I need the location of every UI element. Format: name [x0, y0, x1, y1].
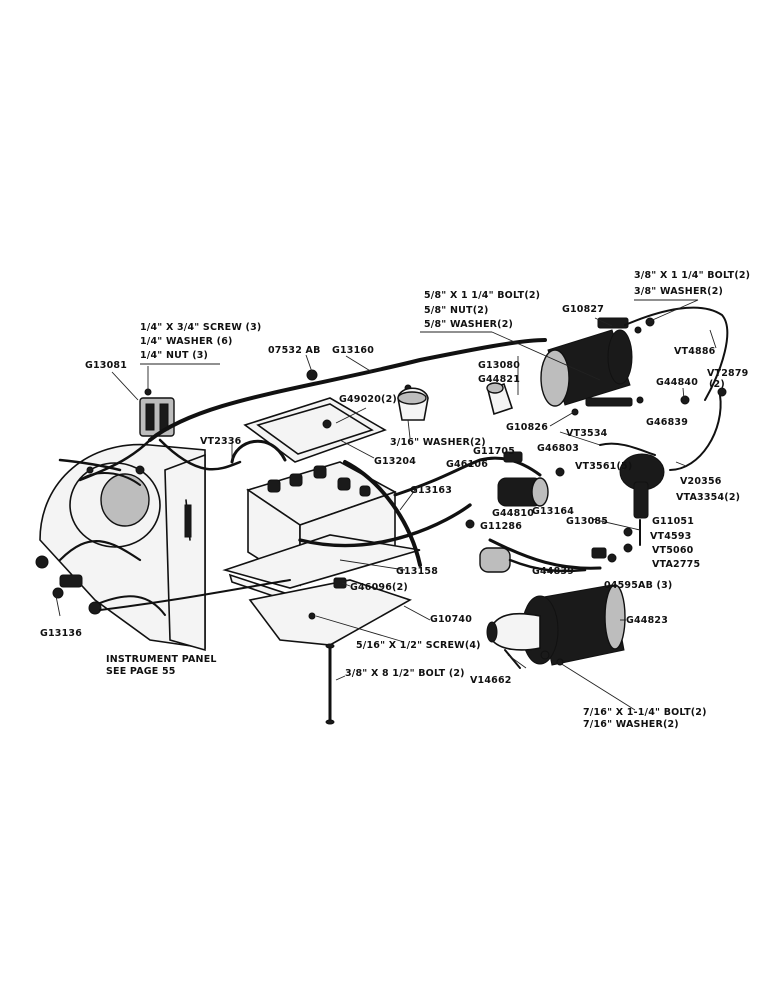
label-g46803: G46803 [537, 443, 580, 454]
label-screw-washer: 1/4" WASHER (6) [140, 336, 233, 347]
label-g13158: G13158 [396, 566, 439, 577]
label-vt4593: VT4593 [650, 531, 692, 542]
label-bolt-size: 5/8" X 1 1/4" BOLT(2) [424, 290, 541, 301]
label-small-washer: 3/16" WASHER(2) [390, 437, 486, 448]
leader-lines [55, 299, 717, 711]
label-vt5060: VT5060 [652, 545, 694, 556]
starter-switch [497, 451, 565, 507]
label-v20356: V20356 [680, 476, 722, 487]
label-g13136: G13136 [40, 628, 83, 639]
label-07532ab: 07532 AB [268, 345, 321, 356]
label-v14662: V14662 [470, 675, 512, 686]
label-see-page: SEE PAGE 55 [106, 666, 176, 677]
label-vt2879: VT2879 [707, 368, 749, 379]
label-instrument-panel: INSTRUMENT PANEL [106, 654, 217, 665]
battery-box [230, 384, 412, 464]
label-g44823: G44823 [626, 615, 669, 626]
label-g46106: G46106 [446, 459, 489, 470]
label-vt2879-qty: (2) [709, 379, 725, 390]
label-bolt-nut: 5/8" NUT(2) [424, 305, 489, 316]
label-g13204: G13204 [374, 456, 417, 467]
label-vta2775: VTA2775 [652, 559, 701, 570]
label-g10826: G10826 [506, 422, 549, 433]
label-vt3534: VT3534 [566, 428, 608, 439]
spacer-tube [486, 382, 514, 416]
instrument-panel [35, 443, 206, 652]
label-g11286: G11286 [480, 521, 523, 532]
label-g44839: G44839 [532, 566, 575, 577]
long-bolt [325, 643, 335, 725]
label-vt4886: VT4886 [674, 346, 716, 357]
label-top-bolt: 3/8" X 1 1/4" BOLT(2) [634, 270, 751, 281]
label-vt3561: VT3561(5) [575, 461, 633, 472]
label-g11051: G11051 [652, 516, 695, 527]
main-harness [58, 338, 547, 482]
label-g13160: G13160 [332, 345, 375, 356]
distributor [599, 387, 727, 563]
label-screw-size: 1/4" X 3/4" SCREW (3) [140, 322, 262, 333]
label-g10827: G10827 [562, 304, 605, 315]
label-bolt7-washer: 7/16" WASHER(2) [583, 719, 679, 730]
label-04595ab: 04595AB (3) [604, 580, 673, 591]
label-g46839: G46839 [646, 417, 689, 428]
switch-cap [397, 387, 429, 421]
generator [540, 306, 729, 416]
label-g13080: G13080 [478, 360, 521, 371]
label-g13163: G13163 [410, 485, 453, 496]
coil [465, 519, 607, 573]
mounting-plate [248, 577, 412, 646]
battery-cables [99, 456, 602, 611]
label-screw4: 5/16" X 1/2" SCREW(4) [356, 640, 481, 651]
label-g46096: G46096(2) [350, 582, 408, 593]
label-vt2336: VT2336 [200, 436, 242, 447]
label-g13085: G13085 [566, 516, 609, 527]
label-g13164: G13164 [532, 506, 575, 517]
label-g49020: G49020(2) [339, 394, 397, 405]
label-g44840: G44840 [656, 377, 699, 388]
label-g10740: G10740 [430, 614, 473, 625]
label-long-bolt: 3/8" X 8 1/2" BOLT (2) [345, 668, 465, 679]
label-bolt-washer: 5/8" WASHER(2) [424, 319, 514, 330]
starter-motor [486, 584, 626, 669]
label-bolt7: 7/16" X 1-1/4" BOLT(2) [583, 707, 707, 718]
label-g44821: G44821 [478, 374, 521, 385]
label-g44810: G44810 [492, 508, 535, 519]
label-screw-nut: 1/4" NUT (3) [140, 350, 209, 361]
voltage-regulator [139, 388, 175, 437]
label-top-washer: 3/8" WASHER(2) [634, 286, 724, 297]
label-g13081: G13081 [85, 360, 128, 371]
label-vta3354: VTA3354(2) [676, 492, 741, 503]
label-g11705: G11705 [473, 446, 516, 457]
